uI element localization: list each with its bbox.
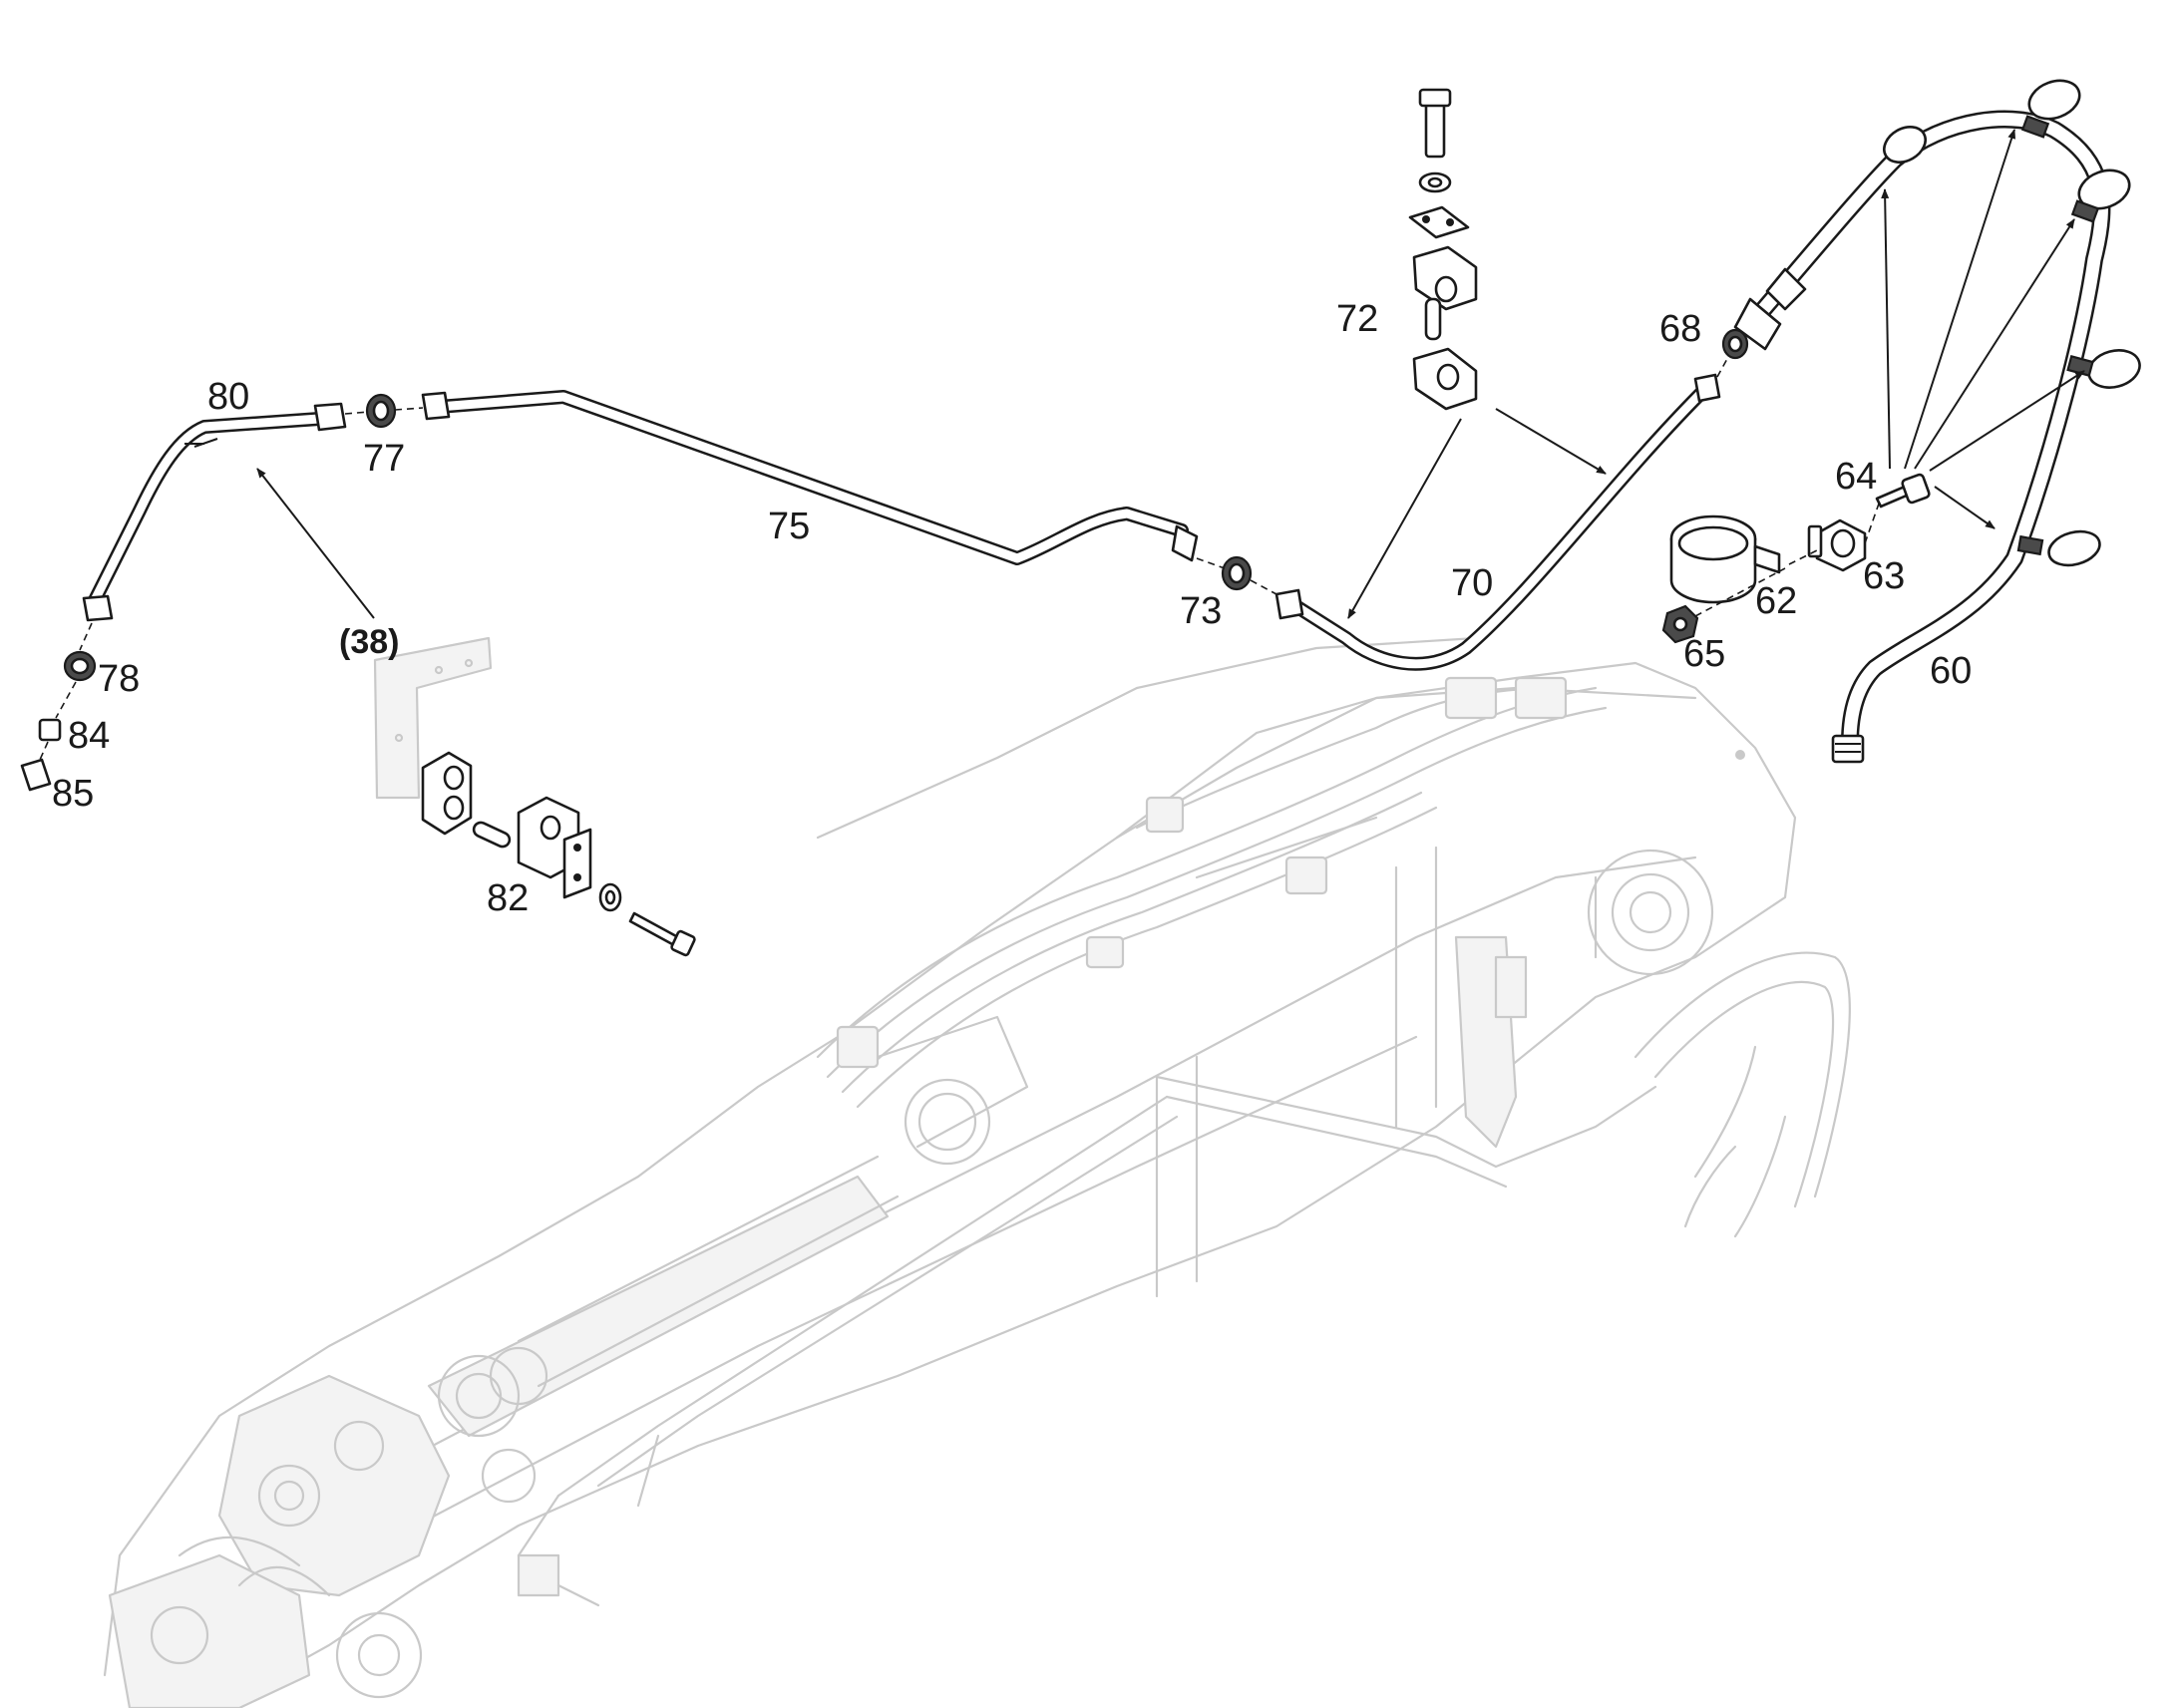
fitting-77 (344, 393, 424, 429)
callout-63: 63 (1863, 555, 1905, 597)
callout-72: 72 (1336, 298, 1378, 340)
clamp-62 (1669, 514, 1781, 604)
leader-lines (256, 129, 2085, 619)
callout-77: 77 (363, 438, 405, 480)
callout-73: 73 (1180, 590, 1222, 632)
clamp-assembly-82 (373, 636, 696, 957)
fitting-68 (1716, 328, 1749, 378)
fitting-84 (38, 718, 62, 742)
callouts: 60 62 63 64 65 68 70 72 73 75 77 78 80 8… (52, 298, 1972, 919)
clamp-assembly-72 (1408, 88, 1478, 411)
callout-62: 62 (1755, 580, 1797, 622)
callout-75: 75 (768, 506, 810, 547)
pipe-70 (1274, 373, 1721, 671)
pipe-75 (421, 390, 1199, 565)
callout-80: 80 (207, 376, 249, 418)
callout-70: 70 (1451, 562, 1493, 604)
nut-65 (1661, 604, 1699, 644)
callout-65: 65 (1683, 633, 1725, 675)
fitting-73 (1196, 555, 1277, 595)
callout-78: 78 (98, 658, 140, 700)
fitting-85 (20, 758, 52, 792)
callout-68: 68 (1659, 308, 1701, 350)
fitting-78 (63, 650, 97, 682)
hose-60 (1733, 110, 2111, 764)
hose-clamps (1883, 79, 2141, 567)
bolt-64 (1875, 473, 1931, 509)
callout-64: 64 (1835, 456, 1877, 498)
bracket-63 (1807, 518, 1867, 572)
machine-boom-background (103, 636, 1851, 1708)
pipe-80 (82, 402, 347, 622)
callout-82: 82 (487, 877, 529, 919)
callout-84: 84 (68, 715, 110, 757)
callout-60: 60 (1930, 650, 1972, 692)
callout-85: 85 (52, 773, 94, 815)
callout-38-reference: (38) (339, 623, 399, 661)
